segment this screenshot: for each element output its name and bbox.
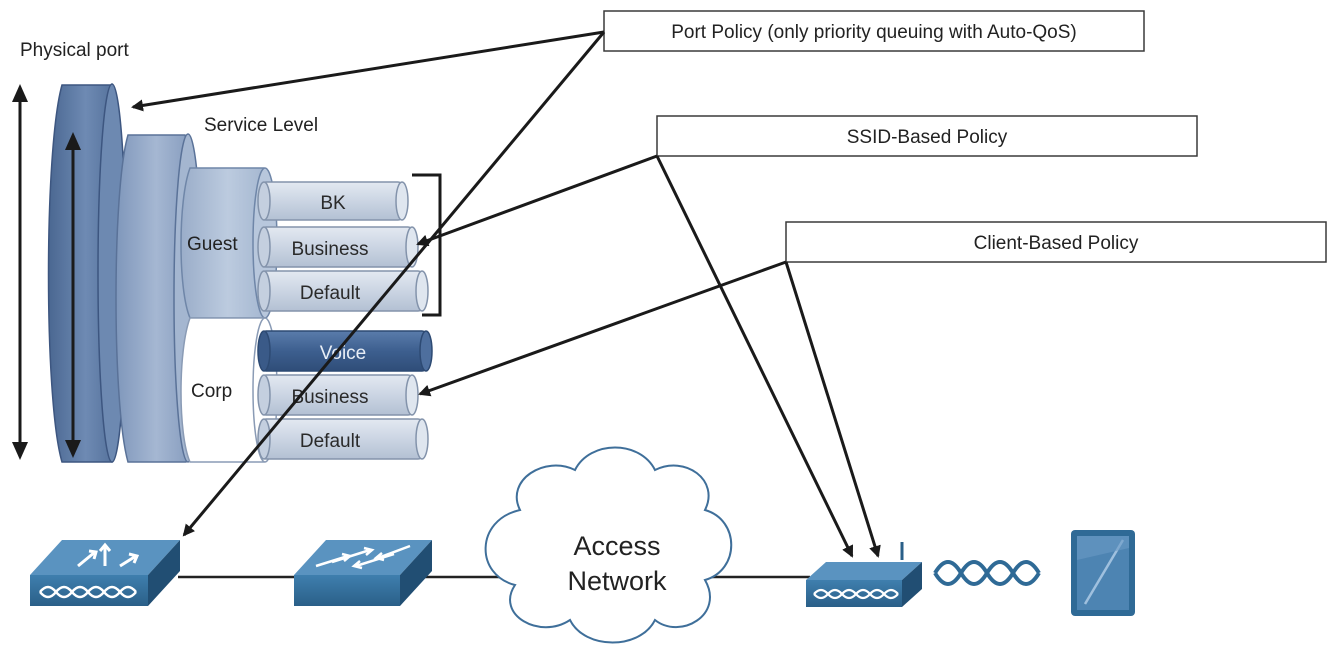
- port-policy-label: Port Policy (only priority queuing with …: [671, 22, 1077, 43]
- cloud-label-line1: Access: [573, 531, 660, 561]
- queue-label: Business: [291, 387, 368, 408]
- port-policy-box: Port Policy (only priority queuing with …: [603, 10, 1145, 52]
- client-policy-arrow-to-queue: [418, 260, 787, 397]
- service-level-label: Service Level: [204, 115, 318, 136]
- queue-label: BK: [320, 193, 346, 214]
- client-policy-label: Client-Based Policy: [974, 233, 1139, 254]
- client-policy-arrow-to-ap: [784, 261, 881, 558]
- cloud-label-line2: Network: [567, 566, 667, 596]
- ssid-policy-arrow-to-ap: [655, 155, 854, 558]
- queue-pipe-guest-default: Default: [257, 270, 429, 312]
- switch-icon: [294, 540, 432, 606]
- ssid-policy-label: SSID-Based Policy: [847, 127, 1008, 148]
- ssid-policy-box: SSID-Based Policy: [656, 115, 1198, 157]
- queue-label: Default: [300, 283, 361, 304]
- queue-label: Default: [300, 431, 361, 452]
- queue-pipe-corp-default: Default: [257, 418, 429, 460]
- access-point-icon: [806, 542, 922, 607]
- guest-label: Guest: [187, 234, 238, 255]
- queue-label: Business: [291, 239, 368, 260]
- physical-port-disk: [47, 83, 127, 463]
- corp-label: Corp: [191, 381, 232, 402]
- queue-pipe-guest-business: Business: [257, 226, 419, 268]
- guest-queues-bracket: [412, 173, 442, 317]
- port-policy-arrow-to-router: [182, 31, 606, 537]
- ssid-policy-arrow-to-queues: [416, 154, 658, 247]
- port-policy-arrow-to-port: [131, 30, 605, 112]
- wireless-signal-icon: [933, 560, 1041, 586]
- queue-pipe-corp-voice: Voice: [257, 330, 433, 372]
- service-level-span-arrow: [65, 132, 81, 458]
- access-network-cloud: Access Network: [484, 446, 733, 644]
- physical-port-span-arrow: [12, 84, 28, 460]
- tablet-icon: [1071, 530, 1135, 616]
- queue-pipe-corp-business: Business: [257, 374, 419, 416]
- physical-port-label: Physical port: [20, 40, 129, 61]
- client-policy-box: Client-Based Policy: [785, 221, 1327, 263]
- router-icon: [30, 540, 180, 606]
- queue-pipe-guest-bk: BK: [257, 181, 409, 221]
